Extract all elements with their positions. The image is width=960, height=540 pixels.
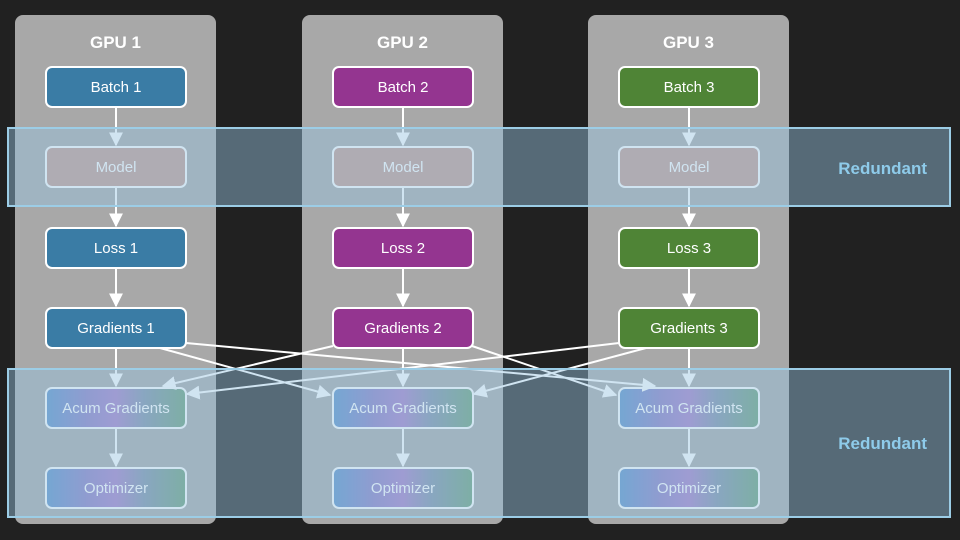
optimizer-node-3: Optimizer [618,467,760,509]
model-node-1: Model [45,146,187,188]
model-node-3: Model [618,146,760,188]
edge-gradients2-acum3 [471,345,618,398]
acum-gradients-node-3: Acum Gradients [618,387,760,429]
edge-gradients2-acum1 [161,345,334,390]
batch-node-3: Batch 3 [618,66,760,108]
gpu-title: GPU 3 [662,33,715,52]
edge-gradients1-acum3 [185,342,657,392]
redundant-band-optimizer: Redundant [7,368,951,518]
gpu-title: GPU 1 [89,33,142,52]
batch-node-1: Batch 1 [45,66,187,108]
optimizer-node-2: Optimizer [332,467,474,509]
edge-gradients3-acum2 [472,347,647,398]
edge-gradients1-acum2 [159,347,332,399]
gpu-title: GPU 2 [376,33,429,52]
redundant-label: Redundant [838,159,927,178]
acum-gradients-node-2: Acum Gradients [332,387,474,429]
batch-node-2: Batch 2 [332,66,474,108]
model-node-2: Model [332,146,474,188]
gradients-node-1: Gradients 1 [45,307,187,349]
redundant-label: Redundant [838,434,927,453]
optimizer-node-1: Optimizer [45,467,187,509]
redundant-band-model: Redundant [7,127,951,207]
loss-node-3: Loss 3 [618,227,760,269]
